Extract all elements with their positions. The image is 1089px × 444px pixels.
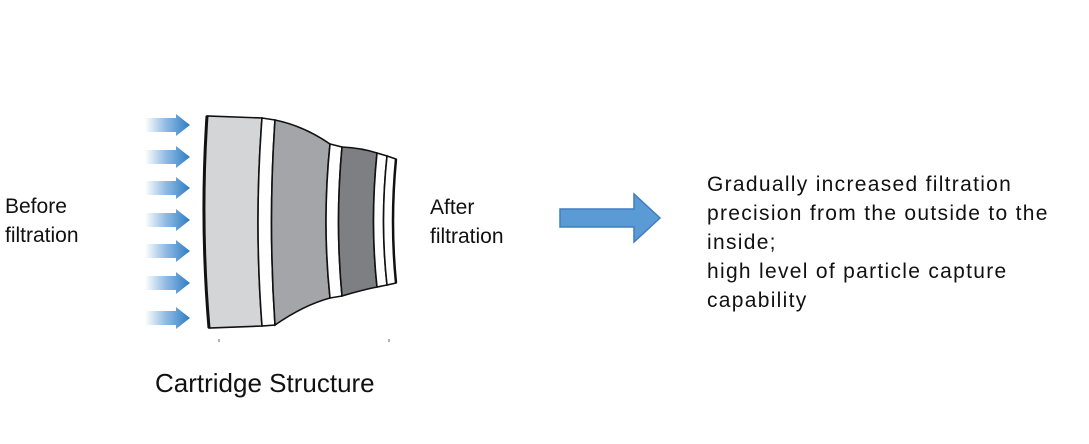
middle-filter-layer <box>270 119 331 327</box>
inflow-arrow-7 <box>145 307 190 329</box>
inflow-arrow-5 <box>145 240 190 262</box>
description-line: high level of particle capture <box>707 260 1008 283</box>
inflow-arrow-6 <box>145 272 190 294</box>
inflow-arrow-3 <box>145 177 190 199</box>
result-arrow <box>559 192 662 244</box>
diagram-caption: Cartridge Structure <box>155 368 375 398</box>
before-filtration-label: Before filtration <box>5 195 79 247</box>
after-filtration-label: After filtration <box>430 196 504 248</box>
description-line: precision from the outside to the <box>707 202 1049 225</box>
inflow-arrow-1 <box>145 114 190 136</box>
inner-filter-layer <box>337 146 378 298</box>
inflow-arrows <box>145 114 190 329</box>
cartridge-outline <box>202 115 211 329</box>
outer-filter-layer <box>203 115 263 329</box>
description-line: inside; <box>707 231 777 254</box>
inflow-arrow-2 <box>145 146 190 168</box>
inflow-arrow-4 <box>145 209 190 231</box>
description-line: capability <box>707 289 808 312</box>
description-line: Gradually increased filtration <box>707 173 1013 196</box>
cartridge-cross-section <box>202 115 398 342</box>
filtration-description: Gradually increased filtration precision… <box>707 170 1087 315</box>
